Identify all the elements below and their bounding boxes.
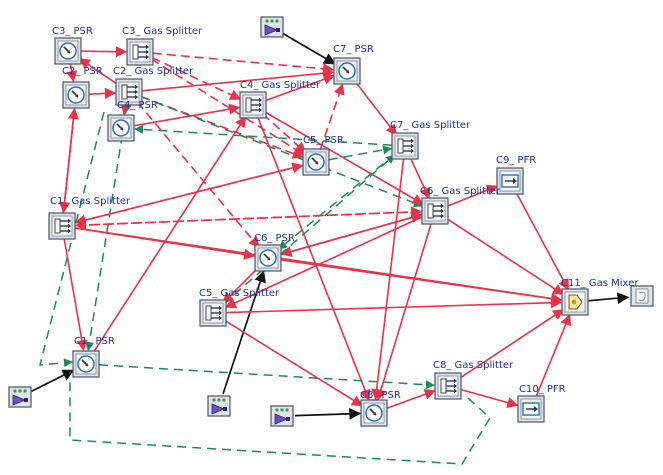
connection-c6_split-to-c5_split (224, 215, 424, 309)
connection-c2_split-to-c3_psr (78, 58, 119, 86)
connection-c6_psr-to-c6_split (280, 212, 423, 256)
gas-splitter-icon[interactable] (421, 197, 449, 225)
node-label-c6-split: C6_ Gas Splitter (420, 186, 501, 197)
connection-c6_split-to-c8_psr (375, 223, 432, 401)
node-label-c5-split: C5_ Gas Splitter (199, 288, 280, 299)
pfr-reactor-icon[interactable] (517, 395, 545, 423)
connections-layer (31, 32, 630, 465)
connection-c4_split-to-c5_psr (262, 113, 307, 154)
connection-c1_psr-to-c4_split (92, 115, 247, 354)
connection-c4_split-to-c8_psr (257, 116, 371, 402)
node-label-c8-psr: C8_ PSR (360, 390, 401, 401)
connection-c1_split-to-c1_psr (63, 238, 88, 352)
connection-c9_pfr-to-c11_mix (515, 192, 570, 291)
connection-c3_split-to-c7_psr (152, 52, 335, 75)
connection-inlet_bottom-to-c8_psr (294, 407, 362, 420)
inlet-icon[interactable] (207, 395, 231, 417)
node-label-c4-split: C4_ Gas Splitter (240, 80, 321, 91)
node-label-c11-mix: C11_ Gas Mixer (561, 278, 639, 289)
connection-c5_psr-to-c7_psr (319, 83, 345, 150)
connection-c2_split-to-c4_psr (120, 103, 132, 116)
connection-c2_split-to-c5_psr (140, 95, 304, 159)
gas-splitter-icon[interactable] (239, 91, 267, 119)
connection-c6_split-to-c9_pfr (446, 184, 499, 207)
connection-c1_psr-to-c8_split (98, 364, 435, 390)
connection-c6_psr-to-c11_mix (280, 259, 563, 305)
node-label-c7-split: C7_ Gas Splitter (390, 120, 471, 131)
node-label-c1-split: C1_ Gas Splitter (50, 196, 131, 207)
node-label-c6-psr: C6_ PSR (254, 233, 295, 244)
connection-c3_psr-to-c2_psr (66, 63, 78, 83)
node-label-c2-split: C2_ Gas Splitter (113, 66, 194, 77)
gas-splitter-icon[interactable] (115, 78, 143, 106)
connection-c4_split-to-c6_split (263, 110, 424, 205)
node-label-c7-psr: C7_ PSR (333, 44, 374, 55)
outlet-icon[interactable] (630, 285, 654, 307)
connection-c5_split-to-c7_split (222, 154, 396, 306)
psr-reactor-icon[interactable] (333, 57, 361, 85)
connection-c2_split-to-c6_split (140, 96, 423, 208)
connection-c7_psr-to-c7_split (354, 80, 398, 136)
connection-c3_split-to-c4_split (151, 56, 242, 100)
gas-splitter-icon[interactable] (126, 38, 154, 66)
connection-c5_psr-to-c7_split (328, 145, 393, 161)
connection-c1_split-to-c5_psr (74, 162, 304, 224)
gas-splitter-icon[interactable] (48, 212, 76, 240)
node-label-c3-psr: C3_ PSR (52, 26, 93, 37)
inlet-icon[interactable] (270, 405, 294, 427)
psr-reactor-icon[interactable] (254, 244, 282, 272)
psr-reactor-icon[interactable] (72, 350, 100, 378)
gas-splitter-icon[interactable] (199, 299, 227, 327)
connection-c3_split-to-c5_psr (150, 58, 306, 156)
connection-c1_split-to-c6_split (74, 206, 423, 227)
connection-c8_split-to-c11_mix (458, 309, 565, 380)
connection-c7_split-to-c8_psr (371, 158, 405, 401)
connection-c6_psr-to-c5_split (222, 266, 260, 304)
pfr-reactor-icon[interactable] (496, 167, 524, 195)
connection-c7_split-to-c4_psr (134, 124, 393, 146)
gas-splitter-icon[interactable] (434, 372, 462, 400)
connection-c4_psr-to-c4_split (133, 103, 241, 127)
connection-c2_split-to-c1_psr (85, 104, 128, 352)
psr-reactor-icon[interactable] (62, 81, 90, 109)
node-label-c10-pfr: C10_ PFR (519, 384, 566, 395)
connection-c7_split-to-c6_split (409, 157, 430, 200)
node-label-c5-psr: C5_ PSR (303, 135, 344, 146)
connection-inlet_top-to-c7_psr (282, 32, 336, 65)
connection-c2_psr-to-c2_split (88, 87, 117, 99)
node-label-c1-psr: C1_ PSR (74, 336, 115, 347)
node-label-c9-pfr: C9_ PFR (496, 155, 536, 166)
connection-c7_split-to-c6_psr (278, 153, 396, 250)
connection-return-loop (69, 380, 491, 465)
node-label-c8-split: C8_ Gas Splitter (433, 360, 514, 371)
connection-c4_split-to-c7_psr (264, 73, 335, 102)
node-label-c4-psr: C4_ PSR (117, 100, 158, 111)
psr-reactor-icon[interactable] (107, 114, 135, 142)
connection-c2_split-to-c7_psr (141, 67, 335, 92)
connection-c11_mix-to-outlet (587, 292, 630, 305)
gas-mixer-icon[interactable] (561, 288, 589, 316)
connection-c5_split-to-c8_psr (223, 319, 364, 407)
connection-c6_split-to-c11_mix (445, 217, 565, 296)
psr-reactor-icon[interactable] (302, 148, 330, 176)
connection-c3_psr-to-c3_split (80, 46, 128, 58)
connection-c2_split-to-c6_psr (136, 101, 260, 249)
connection-c10_pfr-to-c11_mix (535, 313, 572, 398)
node-label-c2-psr: C2_ PSR (62, 66, 103, 77)
inlet-icon[interactable] (260, 16, 284, 38)
gas-splitter-icon[interactable] (391, 132, 419, 160)
connection-c2_psr-to-c1_split (58, 107, 76, 214)
connection-c5_split-to-c11_mix (225, 297, 563, 314)
node-label-c3-split: C3_ Gas Splitter (122, 26, 203, 37)
inlet-icon[interactable] (8, 386, 32, 408)
connection-left-recycle (39, 111, 105, 368)
psr-reactor-icon[interactable] (54, 37, 82, 65)
psr-reactor-icon[interactable] (360, 399, 388, 427)
connection-c8_split-to-c10_pfr (460, 388, 519, 409)
connection-c8_psr-to-c8_split (385, 388, 436, 410)
connection-inlet_left-to-c1_psr (31, 369, 75, 392)
